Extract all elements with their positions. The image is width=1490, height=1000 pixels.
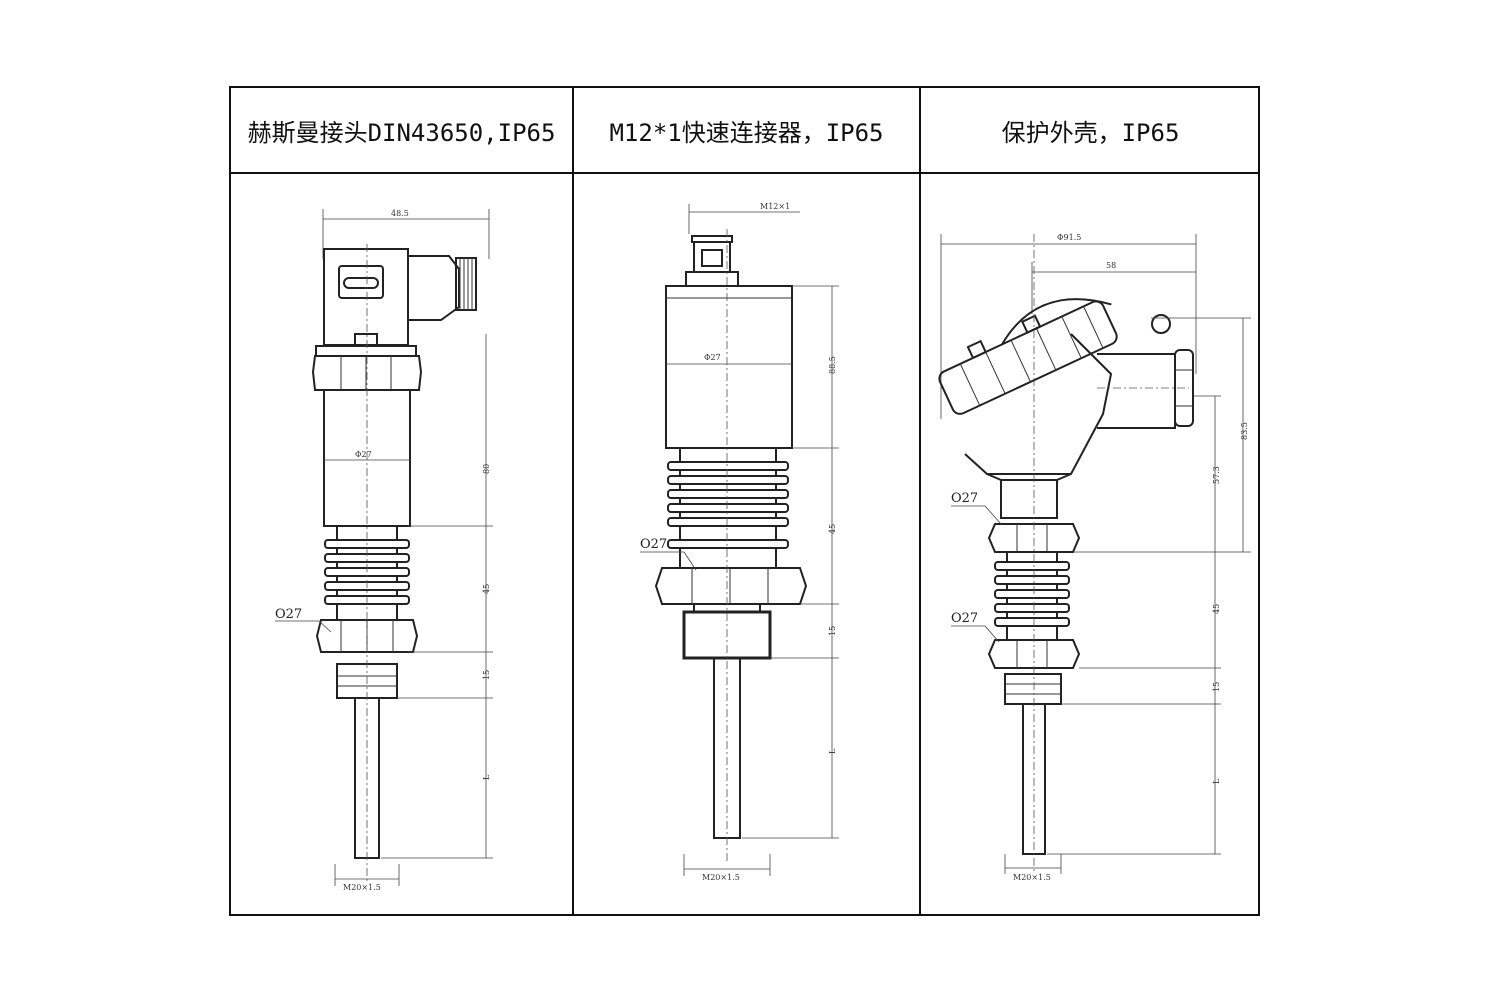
header-hirschmann: 赫斯曼接头DIN43650,IP65 (247, 118, 556, 147)
dim-fins: 45 (482, 584, 491, 594)
dim-head-height: 83.5 (1240, 422, 1249, 440)
dim-cap-width: 58 (1106, 261, 1116, 270)
m12-transmitter-drawing: M12×1 Φ27 (640, 202, 839, 882)
dim-thread: M20×1.5 (343, 883, 381, 892)
dim-upper-body: 88.5 (828, 356, 837, 374)
dim-thread-len: 15 (482, 670, 491, 680)
dim-stem: L (828, 748, 837, 754)
dim-body-dia: Φ27 (355, 450, 372, 459)
dim-neck-height: 57.3 (1212, 466, 1221, 484)
cable-gland-icon (1174, 349, 1194, 427)
comparison-table: 赫斯曼接头DIN43650,IP65 M12*1快速连接器，IP65 保护外壳，… (229, 86, 1260, 916)
m12-connector-icon (701, 249, 723, 267)
drawing-hirschmann: 48.5 Φ27 (231, 174, 572, 914)
dim-overall-width: Φ91.5 (1057, 233, 1081, 242)
hirschmann-transmitter-drawing: 48.5 Φ27 (275, 209, 493, 892)
header-m12: M12*1快速连接器，IP65 (609, 118, 884, 147)
dim-fins: 45 (828, 524, 837, 534)
dim-thread: M20×1.5 (1013, 873, 1051, 882)
drawing-m12: M12×1 Φ27 (574, 174, 919, 914)
housing-transmitter-drawing: Φ91.5 58 (938, 233, 1251, 882)
dim-connector: M12×1 (760, 202, 790, 211)
hex-label: O27 (640, 537, 667, 552)
header-divider (231, 172, 1258, 174)
dim-thread: M20×1.5 (702, 873, 740, 882)
lid-screw-icon (1151, 314, 1171, 334)
hex-upper-label: O27 (951, 491, 978, 506)
dim-thread-len: 15 (1212, 682, 1221, 692)
hex-lower-label: O27 (951, 611, 978, 626)
dim-upper-body: 80 (482, 464, 491, 474)
drawing-housing: Φ91.5 58 (921, 174, 1260, 914)
dim-body-dia: Φ27 (704, 353, 721, 362)
cable-gland-icon (455, 257, 477, 311)
dim-stem: L (1212, 778, 1221, 784)
dim-stem: L (482, 774, 491, 780)
header-housing: 保护外壳，IP65 (1001, 118, 1180, 147)
dim-fins: 45 (1212, 604, 1221, 614)
dim-top-width: 48.5 (391, 209, 409, 218)
column-divider (572, 88, 574, 914)
dim-thread-len: 15 (828, 626, 837, 636)
hex-label: O27 (275, 607, 302, 622)
housing-lid (938, 298, 1118, 415)
column-divider (919, 88, 921, 914)
